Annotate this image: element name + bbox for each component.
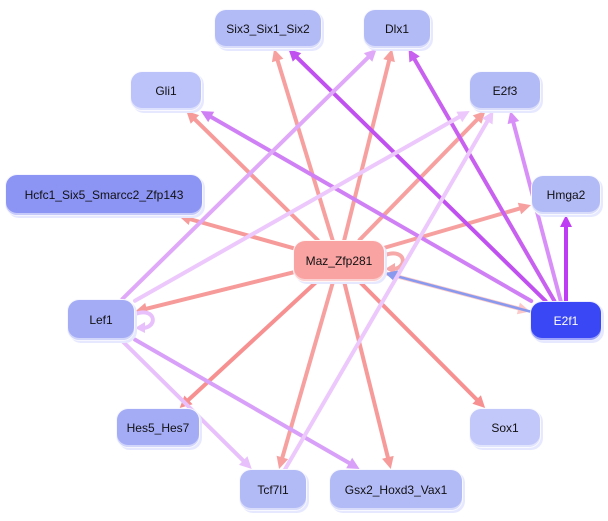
arrowhead xyxy=(456,111,470,123)
edge-lef1-to-lef1 xyxy=(134,310,155,333)
arrowhead xyxy=(135,322,145,333)
arrowhead xyxy=(472,111,486,124)
edge-maz-to-hes5 xyxy=(179,280,319,408)
node-lef1[interactable]: Lef1 xyxy=(67,299,135,341)
node-label: Gli1 xyxy=(155,84,177,98)
node-label: Hes5_Hes7 xyxy=(126,421,190,435)
node-hmga2[interactable]: Hmga2 xyxy=(531,175,601,215)
edge-e2f1-to-hmga2 xyxy=(560,215,572,303)
node-tcf7l1[interactable]: Tcf7l1 xyxy=(239,469,307,511)
arrowhead xyxy=(288,49,302,62)
node-hcfc1[interactable]: Hcfc1_Six5_Smarcc2_Zfp143 xyxy=(5,174,203,216)
arrowhead xyxy=(408,49,420,63)
node-label: Lef1 xyxy=(89,313,113,327)
edge-maz-to-gli1 xyxy=(186,111,320,242)
node-label: Tcf7l1 xyxy=(257,483,289,497)
arrowhead xyxy=(346,457,360,469)
node-label: Sox1 xyxy=(491,421,519,435)
edges-layer xyxy=(120,49,572,471)
arrowhead xyxy=(271,49,284,63)
arrowhead xyxy=(517,202,531,215)
node-label: Gsx2_Hoxd3_Vax1 xyxy=(344,483,448,497)
arrowhead xyxy=(363,49,377,62)
node-dlx1[interactable]: Dlx1 xyxy=(363,9,431,49)
node-label: Dlx1 xyxy=(384,22,409,36)
arrowhead xyxy=(385,263,395,274)
edge-e2f1-to-gli1 xyxy=(200,111,534,303)
arrowhead xyxy=(178,213,192,226)
edge-lef1-to-gsx2 xyxy=(133,337,360,469)
arrowhead xyxy=(472,395,486,408)
edge-maz-to-dlx1 xyxy=(342,49,395,242)
node-label: Hcfc1_Six5_Smarcc2_Zfp143 xyxy=(24,188,184,202)
node-six3[interactable]: Six3_Six1_Six2 xyxy=(214,9,322,49)
edge-maz-to-e2f3 xyxy=(357,111,486,242)
edge-e2f1-to-dlx1 xyxy=(408,49,557,303)
arrowhead xyxy=(560,215,572,227)
node-gsx2[interactable]: Gsx2_Hoxd3_Vax1 xyxy=(329,469,463,511)
edge-tcf7l1-to-e2f3 xyxy=(283,111,494,471)
node-label: E2f1 xyxy=(553,314,579,328)
edge-e2f1-to-six3 xyxy=(288,49,548,303)
edge-maz-to-hmga2 xyxy=(383,202,531,250)
edge-lef1-to-dlx1 xyxy=(120,49,377,301)
arrowhead xyxy=(507,111,520,125)
arrowhead xyxy=(276,455,289,469)
node-e2f1[interactable]: E2f1 xyxy=(530,301,602,341)
node-label: Six3_Six1_Six2 xyxy=(226,22,310,36)
node-e2f3[interactable]: E2f3 xyxy=(469,71,541,111)
edge-maz-to-sox1 xyxy=(357,280,486,408)
edge-maz-to-hcfc1 xyxy=(178,213,295,251)
arrowhead xyxy=(482,111,494,125)
node-hes5[interactable]: Hes5_Hes7 xyxy=(116,408,200,448)
arrowhead xyxy=(382,455,394,469)
arrowhead xyxy=(186,111,200,124)
arrowhead xyxy=(200,111,215,123)
node-sox1[interactable]: Sox1 xyxy=(469,408,541,448)
arrowhead xyxy=(239,456,252,469)
edge-maz-to-gsx2 xyxy=(342,280,394,469)
node-gli1[interactable]: Gli1 xyxy=(130,71,202,111)
node-label: Hmga2 xyxy=(546,188,586,202)
node-maz[interactable]: Maz_Zfp281 xyxy=(293,240,385,282)
edge-lef1-to-tcf7l1 xyxy=(120,339,252,469)
edge-maz-to-lef1 xyxy=(135,270,295,315)
arrowhead xyxy=(383,49,395,63)
node-label: Maz_Zfp281 xyxy=(305,254,373,268)
edge-maz-to-six3 xyxy=(271,49,335,242)
node-label: E2f3 xyxy=(492,84,518,98)
edge-maz-to-maz xyxy=(384,251,405,274)
edge-lef1-to-e2f3 xyxy=(133,111,470,303)
